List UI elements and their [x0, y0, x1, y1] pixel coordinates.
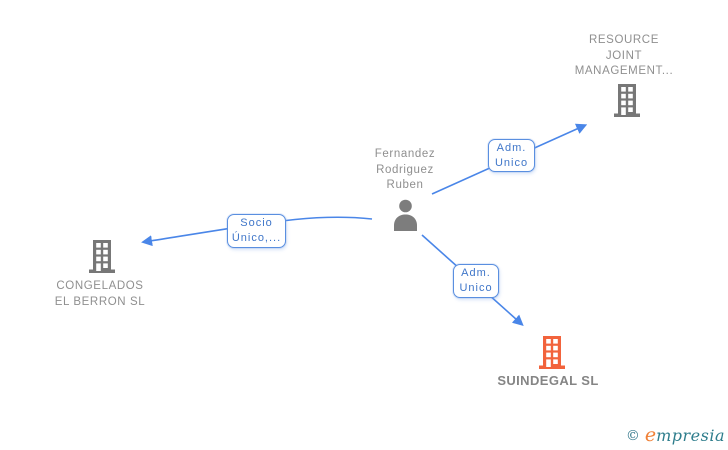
- edge-label-line: Socio: [240, 217, 273, 229]
- building-icon[interactable]: [88, 240, 116, 273]
- node-label-line: EL BERRON SL: [54, 295, 146, 308]
- node-label-line: CONGELADOS: [56, 280, 144, 292]
- node-label-line: SUINDEGAL SL: [497, 373, 599, 388]
- node-label-person[interactable]: Fernandez Rodriguez Ruben: [345, 147, 465, 194]
- edge-label-line: Único,...: [231, 232, 282, 244]
- node-label-line: Fernandez: [374, 148, 436, 160]
- node-label-line: Rodriguez: [376, 163, 434, 176]
- node-label-line: Ruben: [386, 179, 424, 191]
- logo-brand-text: mpresia: [656, 426, 725, 445]
- building-icon[interactable]: [538, 336, 566, 369]
- node-label-suindegal[interactable]: SUINDEGAL SL: [468, 373, 628, 389]
- edge-label-line: Unico: [494, 156, 529, 169]
- logo-brand-initial: e: [644, 424, 657, 446]
- node-label-line: JOINT: [605, 49, 643, 62]
- node-label-line: RESOURCE: [589, 34, 659, 46]
- edge-label-line: Unico: [459, 282, 493, 294]
- edge-label-line: Adm.: [496, 141, 527, 154]
- edge-label-adm-unico-top[interactable]: Adm. Unico: [488, 139, 535, 172]
- edge-label-socio-unico[interactable]: Socio Único,...: [227, 214, 286, 248]
- node-label-line: MANAGEMENT...: [574, 65, 674, 77]
- copyright-icon: ©: [625, 428, 640, 444]
- person-icon[interactable]: [392, 199, 419, 231]
- edge-label-adm-unico-bottom[interactable]: Adm. Unico: [453, 264, 499, 298]
- edge-label-line: Adm.: [461, 267, 491, 279]
- empresia-logo[interactable]: ©empresia: [626, 424, 725, 446]
- building-icon[interactable]: [613, 84, 641, 117]
- node-label-resource-joint-management[interactable]: RESOURCE JOINT MANAGEMENT...: [554, 33, 694, 80]
- node-label-congelados-el-berron[interactable]: CONGELADOS EL BERRON SL: [30, 279, 170, 310]
